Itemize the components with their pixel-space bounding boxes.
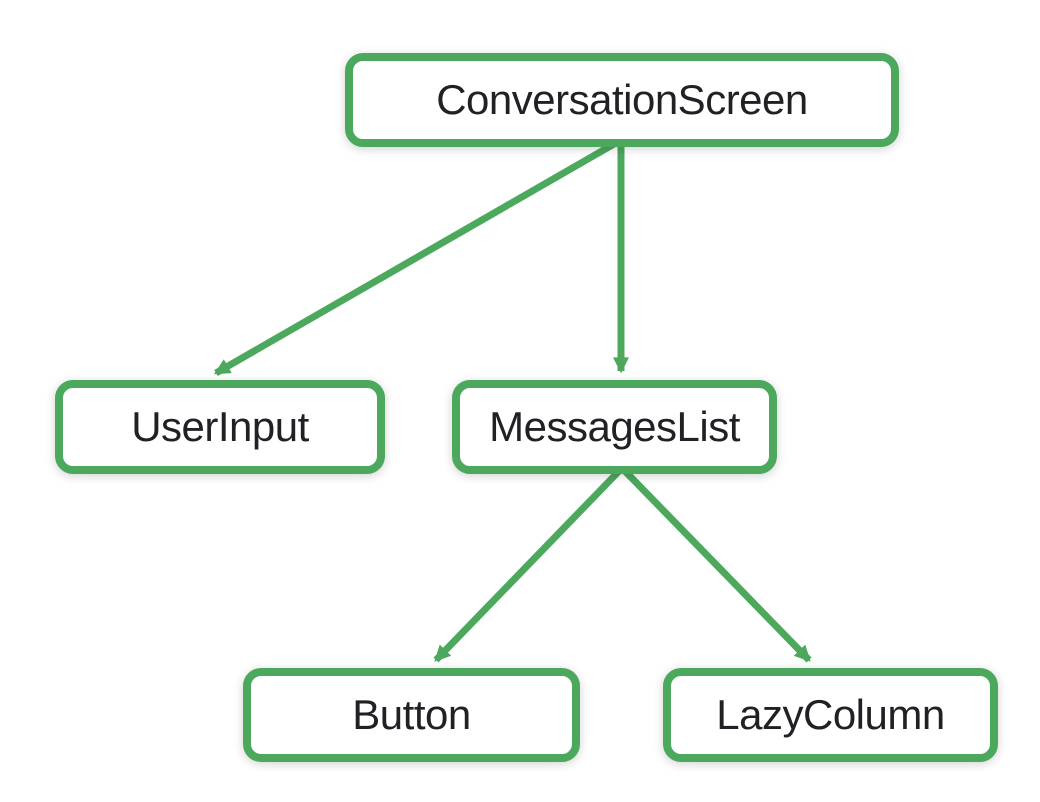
node-button: Button [243,668,580,762]
node-conversation-screen: ConversationScreen [345,53,899,147]
edge-messageslist-lazycolumn [619,465,812,663]
node-button-label: Button [352,691,471,738]
node-messages-list: MessagesList [452,380,777,474]
edge-conversationscreen-userinput [213,136,623,377]
node-lazy-column: LazyColumn [663,668,998,762]
edge-messageslist-button [433,465,625,663]
node-user-input: UserInput [55,380,385,474]
node-messages-list-label: MessagesList [489,403,740,450]
node-lazy-column-label: LazyColumn [716,691,945,738]
node-conversation-screen-label: ConversationScreen [436,76,808,123]
node-user-input-label: UserInput [131,403,309,450]
